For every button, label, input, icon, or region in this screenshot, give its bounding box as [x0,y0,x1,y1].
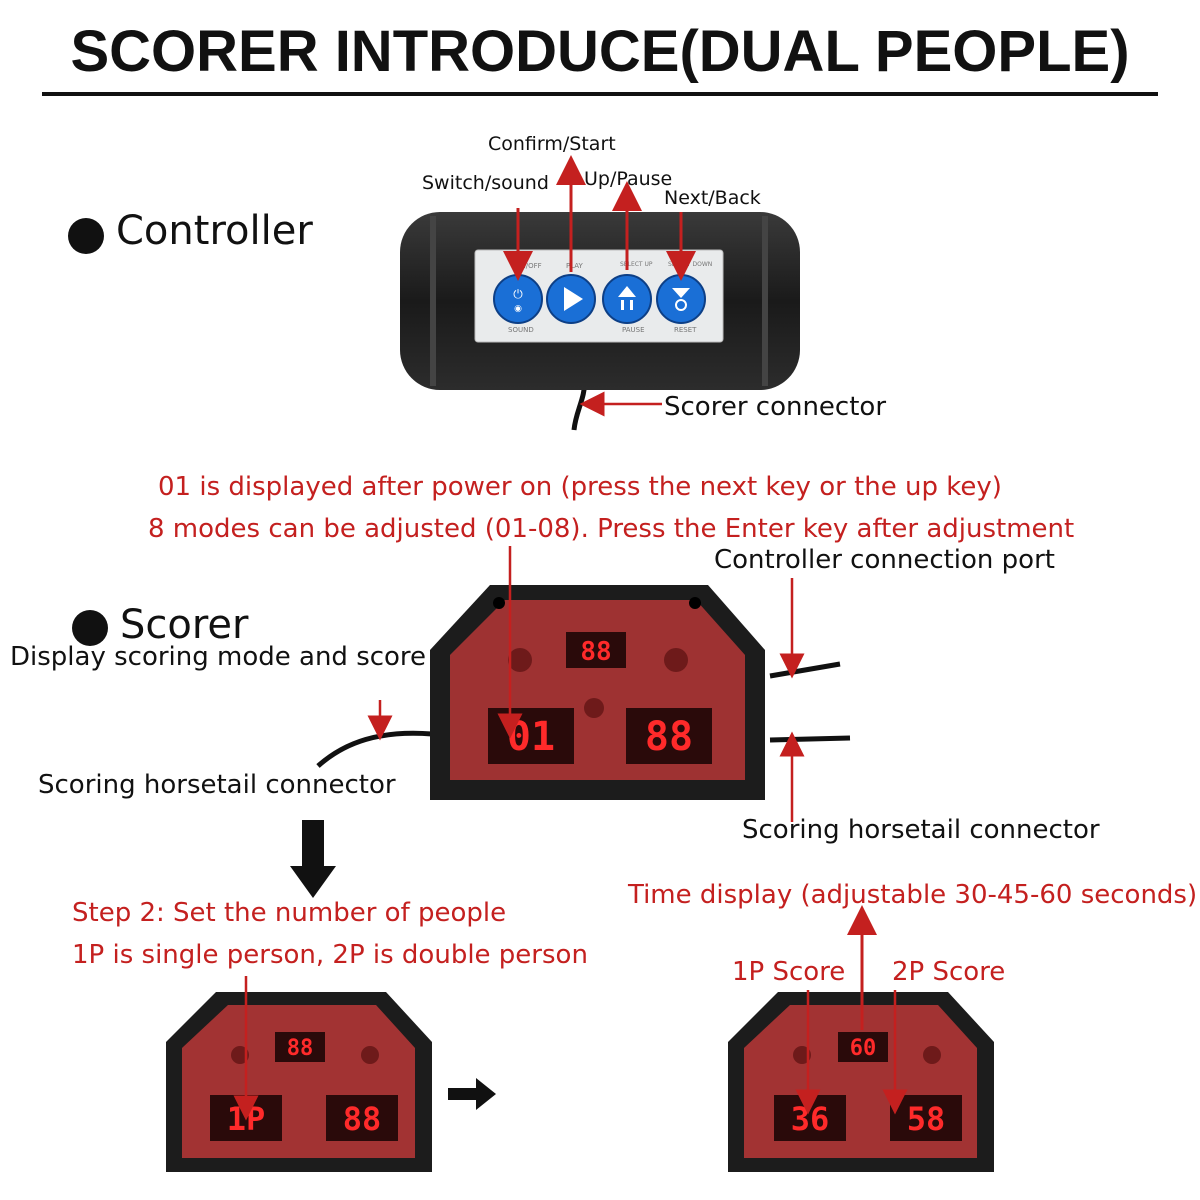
controller-heading: Controller [116,208,313,254]
step2-scorer-device: 88 1P 88 [166,992,432,1172]
label-horsetail-right: Scoring horsetail connector [742,815,1100,845]
scorer-display-top: 88 [580,637,611,667]
label-display-mode: Display scoring mode and score [10,642,427,672]
play-icon [564,287,583,311]
panel-text-sound: SOUND [508,326,534,334]
down-arrow-icon [290,820,336,898]
svg-text:⏻: ⏻ [513,287,523,301]
panel-text-select-up: SELECT UP [620,261,653,268]
label-confirm-start: Confirm/Start [488,133,616,155]
up-pause-button[interactable] [602,274,652,324]
controller-bullet [68,218,104,254]
horsetail-cable-left [316,730,433,768]
scorer-display-right: 88 [645,714,693,760]
svg-text:◉: ◉ [514,304,522,314]
scorer-bullet [72,610,108,646]
right-arrow-icon [448,1078,496,1110]
controller-port-cable [769,661,841,679]
up-icon [618,286,636,297]
down-icon [672,288,690,298]
label-horsetail-left: Scoring horsetail connector [38,770,396,800]
scorer-display-left: 01 [507,714,555,760]
controller-panel [474,249,724,343]
result-scorer-device: 60 36 58 [728,992,994,1172]
label-scorer-connector: Scorer connector [664,392,887,422]
label-2p-score: 2P Score [892,957,1006,987]
scorer-heading: Scorer [120,602,249,648]
controller-device: ON/OFF PLAY SELECT UP SELECT DOWN SOUND … [400,212,800,431]
step2-line-1: Step 2: Set the number of people [72,898,507,928]
title-underline [42,92,1158,96]
result-display-time: 60 [850,1036,877,1061]
label-1p-score: 1P Score [732,957,846,987]
label-controller-port: Controller connection port [714,545,1055,575]
step2-line-2: 1P is single person, 2P is double person [72,940,588,970]
step2-display-right: 88 [343,1100,382,1138]
label-switch-sound: Switch/sound [422,172,549,194]
panel-text-reset: RESET [674,326,697,334]
play-button[interactable] [546,274,596,324]
panel-text-select-down: SELECT DOWN [668,261,712,268]
next-back-button[interactable] [656,274,706,324]
label-up-pause: Up/Pause [584,168,673,190]
step2-display-top: 88 [287,1036,314,1061]
label-time-display: Time display (adjustable 30-45-60 second… [628,880,1198,910]
horsetail-cable-right [769,735,851,743]
page-title: SCORER INTRODUCE(DUAL PEOPLE) [70,19,1130,84]
power-sound-button[interactable]: ⏻ ◉ [493,274,543,324]
reset-icon [675,299,687,311]
display-right-frame [626,708,712,764]
scorer-device: 88 01 88 [316,585,851,800]
label-next-back: Next/Back [664,187,761,209]
result-display-1p: 36 [791,1100,830,1138]
pause-icon [621,300,624,310]
panel-text-play: PLAY [566,262,584,270]
panel-text-pause: PAUSE [622,326,645,334]
display-top-frame [566,632,626,668]
scorer-note-2: 8 modes can be adjusted (01-08). Press t… [148,514,1075,544]
result-display-2p: 58 [907,1100,946,1138]
scorer-note-1: 01 is displayed after power on (press th… [158,472,1002,502]
